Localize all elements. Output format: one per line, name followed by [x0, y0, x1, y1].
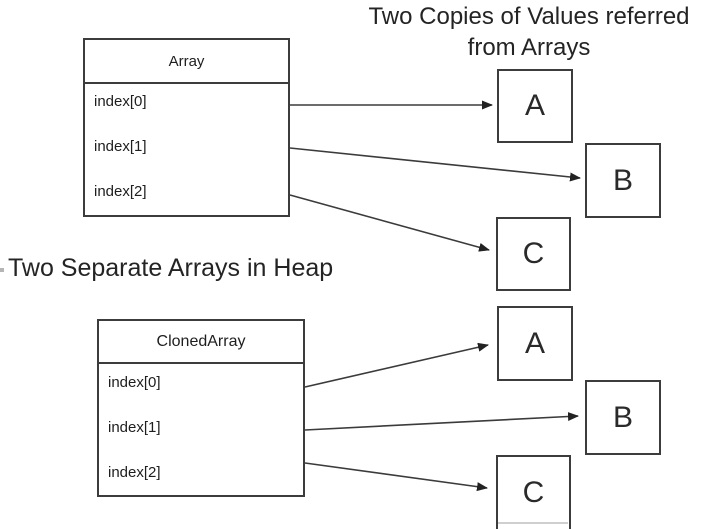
clipped-edge-mark [0, 268, 4, 272]
bottom-value-box-c: C [496, 455, 571, 529]
values-referred-title-line2: from Arrays [467, 34, 591, 61]
values-referred-title: Two Copies of Values referred from Array… [338, 1, 720, 63]
top-value-box-a: A [497, 69, 573, 143]
clonedarray-row-index1: index[1] [108, 419, 161, 436]
clipped-box-bottom-edge [498, 522, 568, 524]
heap-arrays-title: Two Separate Arrays in Heap [8, 254, 334, 282]
clonedarray-table-header: ClonedArray [99, 321, 303, 364]
clonedarray-row-index2: index[2] [108, 464, 161, 481]
array-row-index2: index[2] [94, 183, 147, 200]
arrow-array-index2-to-top-c [289, 194, 490, 252]
clonedarray-row-index0: index[0] [108, 374, 161, 391]
array-table: Array index[0] index[1] index[2] [83, 38, 290, 217]
values-referred-title-line1: Two Copies of Values referred [368, 3, 690, 30]
clonedarray-table: ClonedArray index[0] index[1] index[2] [97, 319, 305, 497]
array-table-header: Array [85, 40, 288, 84]
arrow-clonedarray-index1-to-bottom-b [304, 412, 579, 431]
bottom-value-box-a: A [497, 306, 573, 381]
top-value-box-b: B [585, 143, 661, 218]
top-value-box-c: C [496, 217, 571, 291]
arrow-clonedarray-index2-to-bottom-c [304, 462, 488, 492]
arrow-clonedarray-index0-to-bottom-a [304, 342, 489, 388]
array-row-index0: index[0] [94, 93, 147, 110]
array-row-index1: index[1] [94, 138, 147, 155]
arrow-array-index1-to-top-b [289, 147, 581, 182]
bottom-value-box-b: B [585, 380, 661, 455]
